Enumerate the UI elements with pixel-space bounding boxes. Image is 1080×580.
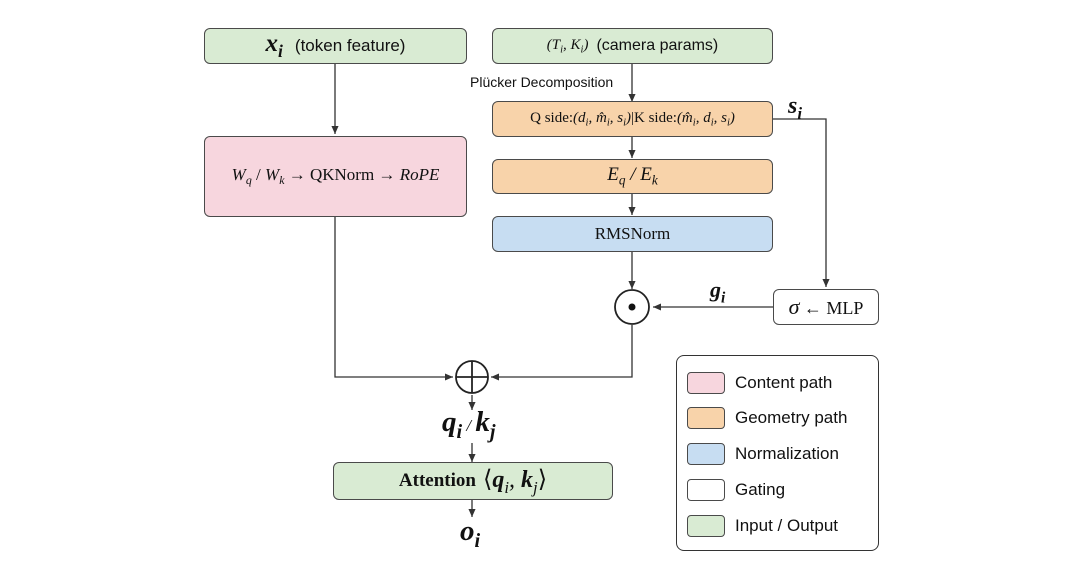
- legend-swatch-normalization: [687, 442, 725, 465]
- legend-label-normalization: Normalization: [735, 443, 839, 463]
- legend-item-content: Content path: [687, 370, 872, 395]
- eq-ek-box: Eq / Ek: [492, 159, 773, 194]
- legend: Content path Geometry path Normalization…: [676, 355, 879, 551]
- qk-side-box: Q side:(di, m̂i, si)|K side:(m̂i, di, si…: [492, 101, 773, 137]
- attention-box: Attention ⟨qi, kj⟩: [333, 462, 613, 500]
- token-feature-symbol: xi: [265, 29, 283, 62]
- attention-formula: ⟨qi, kj⟩: [482, 466, 548, 497]
- arrow-geometry-to-sum: [491, 325, 633, 381]
- legend-item-io: Input / Output: [687, 513, 872, 538]
- attention-text: Attention: [398, 470, 476, 491]
- legend-label-io: Input / Output: [735, 515, 839, 535]
- eq-ek-text: Eq / Ek: [607, 164, 658, 188]
- content-projection-text: Wq / Wk → QKNorm → RoPE: [231, 164, 440, 188]
- legend-label-gating: Gating: [735, 479, 786, 499]
- token-feature-box: xi (token feature): [204, 28, 467, 64]
- legend-item-gating: Gating: [687, 477, 872, 502]
- hadamard-dot: [628, 303, 636, 311]
- rmsnorm-text: RMSNorm: [594, 224, 671, 243]
- gating-mlp-text: σ ← MLP: [788, 294, 864, 319]
- arrow-si-to-mlp: [773, 118, 830, 287]
- legend-swatch-content: [687, 371, 725, 394]
- gi-label: gi: [710, 277, 726, 307]
- output-label: oi: [460, 515, 481, 553]
- legend-item-geometry: Geometry path: [687, 405, 872, 430]
- legend-label-content: Content path: [735, 372, 833, 392]
- legend-label-geometry: Geometry path: [735, 407, 848, 427]
- legend-item-normalization: Normalization: [687, 441, 872, 466]
- legend-swatch-io: [687, 514, 725, 537]
- token-feature-text: (token feature): [294, 36, 406, 55]
- qk-side-text: Q side:(di, m̂i, si)|K side:(m̂i, di, si…: [530, 109, 735, 129]
- arrow-content-to-sum: [334, 217, 453, 381]
- gating-mlp-box: σ ← MLP: [773, 289, 879, 325]
- qk-label: qi / kj: [442, 406, 496, 444]
- camera-params-symbol: (Ti, Ki): [546, 36, 589, 56]
- legend-swatch-geometry: [687, 406, 725, 429]
- content-projection-box: Wq / Wk → QKNorm → RoPE: [204, 136, 467, 217]
- camera-params-text: (camera params): [596, 37, 719, 54]
- plucker-label: Plücker Decomposition: [470, 74, 614, 90]
- rmsnorm-box: RMSNorm: [492, 216, 773, 252]
- legend-swatch-gating: [687, 478, 725, 501]
- si-label: si: [788, 93, 803, 123]
- camera-params-box: (Ti, Ki) (camera params): [492, 28, 773, 64]
